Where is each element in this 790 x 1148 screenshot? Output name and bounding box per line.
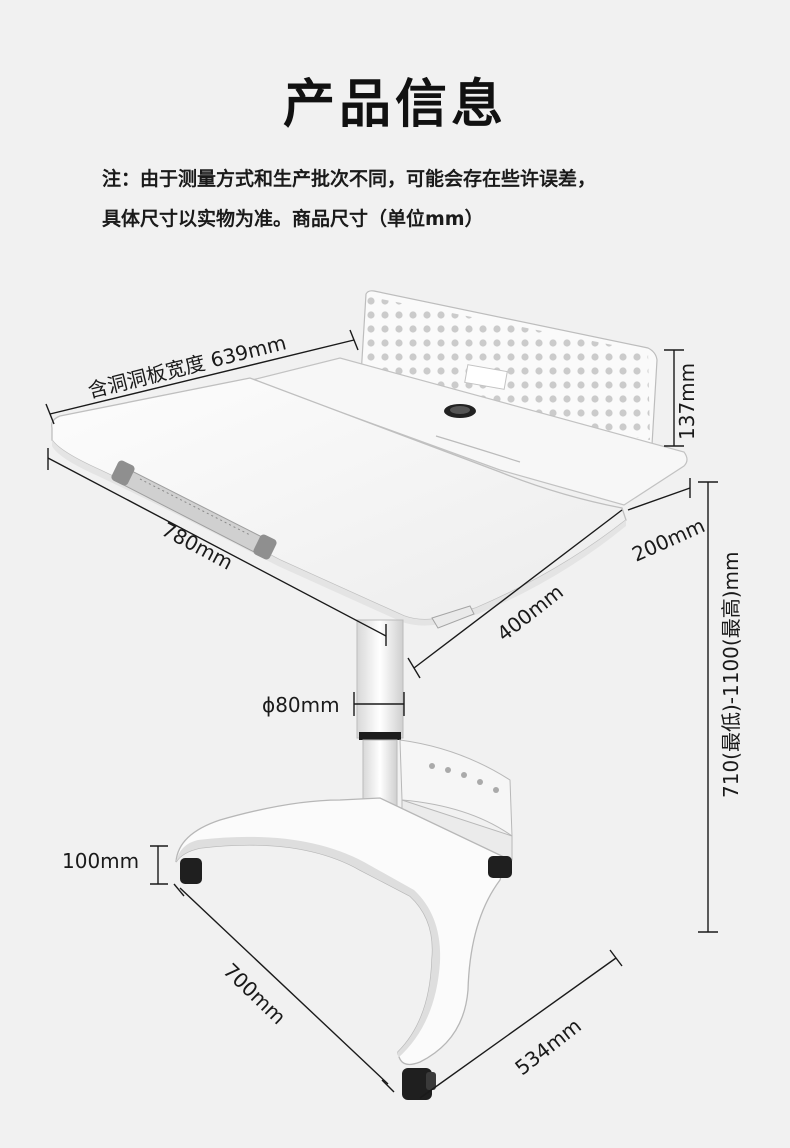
pegboard [359, 290, 658, 446]
dim-base-length: 700mm [219, 958, 291, 1029]
desk-base [175, 797, 507, 1066]
note-line-2: 具体尺寸以实物为准。商品尺寸（单位mm） [102, 208, 484, 230]
dim-side-tray-width: 200mm [628, 513, 708, 566]
dimension-lines [45, 329, 718, 1099]
note-line-1: 注：由于测量方式和生产批次不同，可能会存在些许误差， [102, 168, 597, 190]
side-tray [249, 357, 688, 506]
dim-panel-height: 137mm [675, 363, 699, 440]
caster-wheels [180, 856, 512, 1100]
dim-height-range: 710(最低)-1100(最高)mm [719, 552, 743, 798]
dim-base-height: 100mm [62, 849, 139, 873]
lift-handle [431, 605, 475, 629]
page-title: 产品信息 [282, 75, 507, 135]
dim-base-width: 534mm [510, 1014, 586, 1080]
tilt-rail [111, 460, 277, 560]
cpu-holder [399, 739, 513, 861]
dim-column-diameter: ϕ80mm [262, 693, 340, 717]
